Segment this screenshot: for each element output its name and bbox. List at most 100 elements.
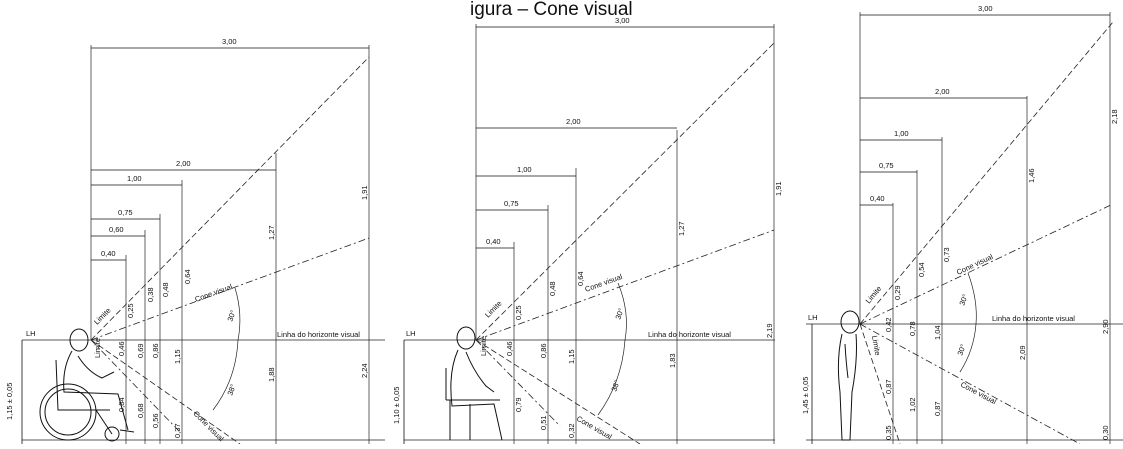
width-075: 0,75 — [504, 199, 519, 208]
below-value: 1,04 — [933, 325, 942, 340]
limite-up-label: Limite — [864, 284, 884, 305]
above-value: 0,29 — [893, 285, 902, 300]
width-200: 2,00 — [176, 159, 191, 168]
width-200: 2,00 — [566, 117, 581, 126]
wheelchair-user-figure — [39, 328, 135, 442]
above-value: 0,73 — [942, 247, 951, 262]
horizon-label: Linha do horizonte visual — [992, 314, 1075, 323]
width-300: 3,00 — [615, 16, 630, 25]
limit-line-up — [859, 21, 1114, 325]
angle-arc-up — [967, 272, 977, 325]
cone-line-up — [859, 203, 1114, 325]
above-value: 0,25 — [126, 303, 135, 318]
below-value: 1,15 — [567, 349, 576, 364]
angle-down-label: 30° — [955, 343, 967, 357]
bottom-value: 0,79 — [514, 397, 523, 412]
bottom-value: 0,30 — [1101, 425, 1110, 440]
width-075: 0,75 — [879, 161, 894, 170]
panel-seated: LH Linha do horizonte visual 1,10 ± 0,05… — [392, 16, 783, 445]
below-value: 0,42 — [884, 317, 893, 332]
bottom-value: 0,37 — [173, 423, 182, 438]
standing-person-figure — [837, 310, 860, 441]
horizon-label: Linha do horizonte visual — [648, 330, 731, 339]
cone-line-down — [90, 339, 181, 433]
bottom-value: 0,35 — [884, 425, 893, 440]
limite-down-label: Limite — [93, 338, 102, 358]
width-100: 1,00 — [517, 165, 532, 174]
limit-line-down — [475, 339, 641, 445]
above-value: 0,38 — [146, 287, 155, 302]
below-value: 2,09 — [1018, 345, 1027, 360]
cone-down-label: Cone visual — [192, 409, 226, 443]
below-value: 1,83 — [668, 353, 677, 368]
above-value: 1,91 — [360, 185, 369, 200]
bottom-value: 0,87 — [933, 401, 942, 416]
width-040: 0,40 — [101, 249, 116, 258]
below-value: 2,90 — [1101, 319, 1110, 334]
angle-up-label: 30° — [957, 293, 969, 307]
above-value: 1,27 — [267, 225, 276, 240]
width-100: 1,00 — [127, 174, 142, 183]
bottom-value: 0,68 — [136, 403, 145, 418]
limite-down-label: Limite — [479, 336, 488, 356]
lh-label: LH — [26, 329, 36, 338]
horizon-label: Linha do horizonte visual — [277, 330, 360, 339]
cone-up-label: Cone visual — [584, 272, 624, 294]
above-value: 1,46 — [1027, 168, 1036, 183]
angle-up-label: 30° — [613, 307, 625, 321]
width-040: 0,40 — [486, 237, 501, 246]
above-value: 1,27 — [677, 221, 686, 236]
bottom-value: 0,51 — [539, 415, 548, 430]
eye-height-label: 1,10 ± 0,05 — [392, 387, 401, 424]
width-075: 0,75 — [118, 208, 133, 217]
lh-label: LH — [808, 313, 818, 322]
panel-wheelchair: LH Linha do horizonte visual 1,15 ± 0,05… — [5, 37, 385, 445]
cone-line-down — [859, 323, 1081, 445]
width-200: 2,00 — [935, 87, 950, 96]
cone-line-up — [475, 229, 775, 341]
limite-up-label: Limite — [92, 306, 113, 327]
cone-line-down — [475, 339, 561, 427]
above-value: 0,48 — [548, 281, 557, 296]
bottom-value: 0,56 — [151, 413, 160, 428]
below-value: 0,46 — [117, 341, 126, 356]
angle-arc-down — [959, 323, 977, 373]
angle-arc-down — [597, 339, 626, 416]
below-value: 2,24 — [360, 363, 369, 378]
below-value: 0,78 — [908, 321, 917, 336]
below-value: 0,69 — [136, 343, 145, 358]
below-value: 0,46 — [505, 341, 514, 356]
below-value: 1,15 — [173, 349, 182, 364]
cone-up-label: Cone visual — [194, 282, 234, 304]
angle-arc-up — [234, 287, 241, 341]
above-value: 0,64 — [183, 269, 192, 284]
cone-down-label: Cone visual — [575, 414, 614, 442]
limite-up-label: Limite — [483, 299, 504, 320]
limit-line-down — [859, 323, 901, 445]
bottom-value: 0,87 — [884, 379, 893, 394]
cone-down-label: Cone visual — [959, 380, 998, 407]
width-100: 1,00 — [894, 129, 909, 138]
limit-line-up — [475, 42, 775, 341]
width-040: 0,40 — [870, 194, 885, 203]
width-300: 3,00 — [978, 4, 993, 13]
eye-height-label: 1,45 ± 0,05 — [801, 377, 810, 414]
above-value: 2,18 — [1110, 109, 1119, 124]
below-value: 1,88 — [267, 367, 276, 382]
above-value: 0,48 — [161, 282, 170, 297]
width-060: 0,60 — [109, 225, 124, 234]
angle-down-label: 38° — [225, 383, 237, 397]
above-value: 1,91 — [774, 181, 783, 196]
lh-label: LH — [406, 329, 416, 338]
above-value: 0,54 — [917, 262, 926, 277]
limite-down-label: Limite — [870, 335, 882, 356]
cone-line-up — [90, 237, 370, 341]
angle-down-label: 38° — [609, 379, 621, 393]
below-value: 0,86 — [539, 343, 548, 358]
width-300: 3,00 — [222, 37, 237, 46]
above-value: 0,64 — [576, 271, 585, 286]
bottom-value: 1,02 — [908, 397, 917, 412]
angle-arc-up — [617, 282, 627, 341]
